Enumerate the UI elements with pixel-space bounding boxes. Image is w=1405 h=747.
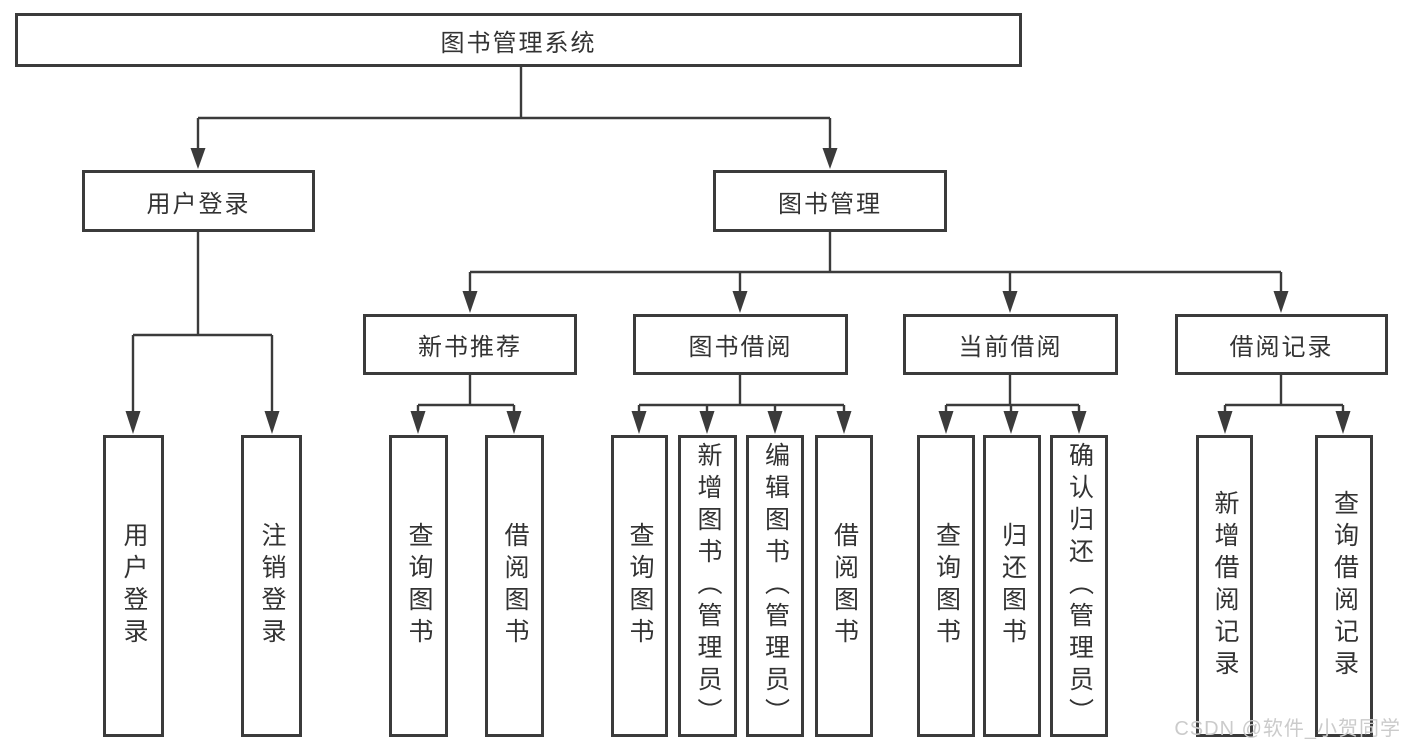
node-label: 查询图书 (626, 522, 654, 650)
arrowhead-icons (125, 148, 1351, 434)
leaf-borrow-add-books-admin: 新增图书（管理员） (678, 435, 737, 737)
node-label: 查询借阅记录 (1330, 490, 1359, 682)
leaf-borrow-edit-books-admin: 编辑图书（管理员） (746, 435, 804, 737)
node-label: 借阅记录 (1229, 334, 1334, 361)
node-label: 用户登录 (120, 522, 148, 650)
node-label: 注销登录 (258, 522, 286, 650)
node-label: 用户登录 (146, 190, 251, 218)
node-borrow-record: 借阅记录 (1175, 314, 1388, 375)
node-label: 查询图书 (405, 522, 433, 650)
leaf-borrow-borrow-books: 借阅图书 (815, 435, 873, 737)
leaf-newbook-borrow-books: 借阅图书 (485, 435, 544, 737)
node-system-root: 图书管理系统 (15, 13, 1022, 67)
node-label: 查询图书 (932, 522, 961, 650)
node-book-borrow: 图书借阅 (633, 314, 848, 375)
node-label: 借阅图书 (501, 522, 529, 650)
leaf-record-query-borrow-record: 查询借阅记录 (1315, 435, 1373, 737)
leaf-borrow-query-books: 查询图书 (611, 435, 668, 737)
node-label: 图书管理 (778, 190, 882, 218)
leaf-newbook-query-books: 查询图书 (389, 435, 448, 737)
leaf-user-login: 用户登录 (103, 435, 164, 737)
leaf-current-return-books: 归还图书 (983, 435, 1041, 737)
node-label: 当前借阅 (958, 334, 1063, 361)
node-label: 新增借阅记录 (1211, 490, 1239, 682)
leaf-current-confirm-return-admin: 确认归还（管理员） (1050, 435, 1108, 737)
node-label: 新增图书（管理员） (694, 442, 722, 730)
leaf-record-add-borrow-record: 新增借阅记录 (1196, 435, 1253, 737)
node-current-borrow: 当前借阅 (903, 314, 1118, 375)
node-label: 图书借阅 (688, 334, 793, 361)
leaf-logout: 注销登录 (241, 435, 302, 737)
watermark: CSDN @软件_小贺同学 (1174, 718, 1401, 740)
node-label: 确认归还（管理员） (1065, 442, 1094, 730)
node-label: 新书推荐 (418, 334, 522, 361)
node-new-book-recommend: 新书推荐 (363, 314, 577, 375)
node-label: 图书管理系统 (440, 29, 597, 57)
node-user-login: 用户登录 (82, 170, 315, 232)
node-label: 归还图书 (998, 522, 1027, 650)
node-label: 借阅图书 (830, 522, 859, 650)
node-book-management: 图书管理 (713, 170, 947, 232)
leaf-current-query-books: 查询图书 (917, 435, 975, 737)
node-label: 编辑图书（管理员） (761, 442, 790, 730)
